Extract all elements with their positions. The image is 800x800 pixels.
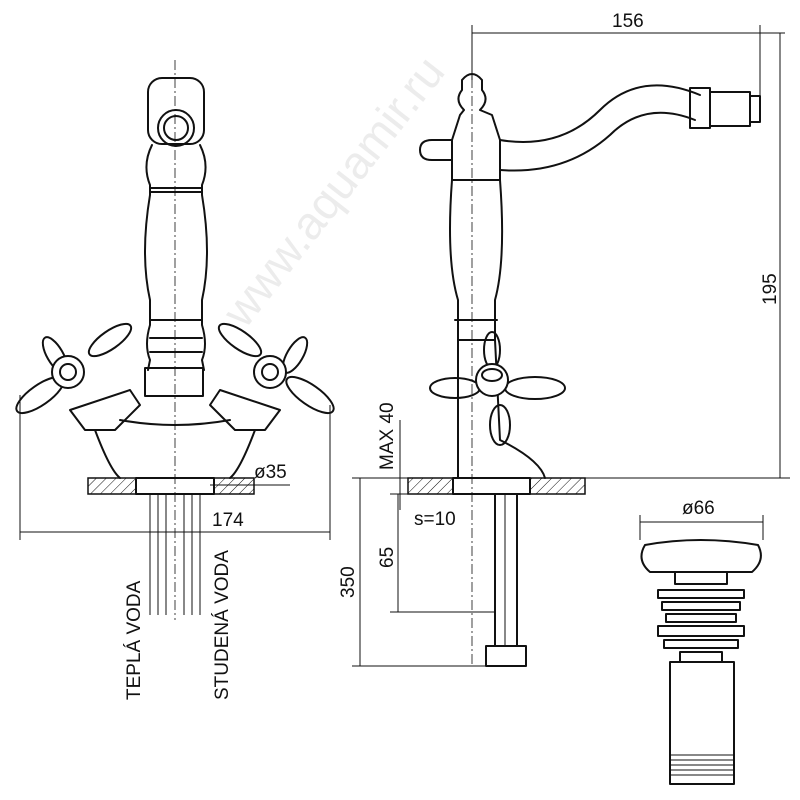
side-view <box>352 25 790 667</box>
dim-hole-diameter: ø35 <box>254 462 287 483</box>
dim-hose-length: 350 <box>338 566 359 598</box>
dim-inlet: 65 <box>377 547 398 568</box>
watermark: www.aquamir.ru <box>211 46 454 337</box>
drain-view <box>639 515 764 785</box>
dim-drain-diameter: ø66 <box>682 498 715 519</box>
dim-height: 195 <box>760 273 781 305</box>
dim-max-deck: MAX 40 <box>377 402 398 470</box>
front-view <box>15 60 335 620</box>
label-hot-water: TEPLÁ VODA <box>124 580 145 700</box>
label-cold-water: STUDENÁ VODA <box>212 550 233 700</box>
dim-spout-reach: 156 <box>612 11 644 32</box>
dim-thickness: s=10 <box>414 509 456 530</box>
dim-width: 174 <box>212 510 244 531</box>
